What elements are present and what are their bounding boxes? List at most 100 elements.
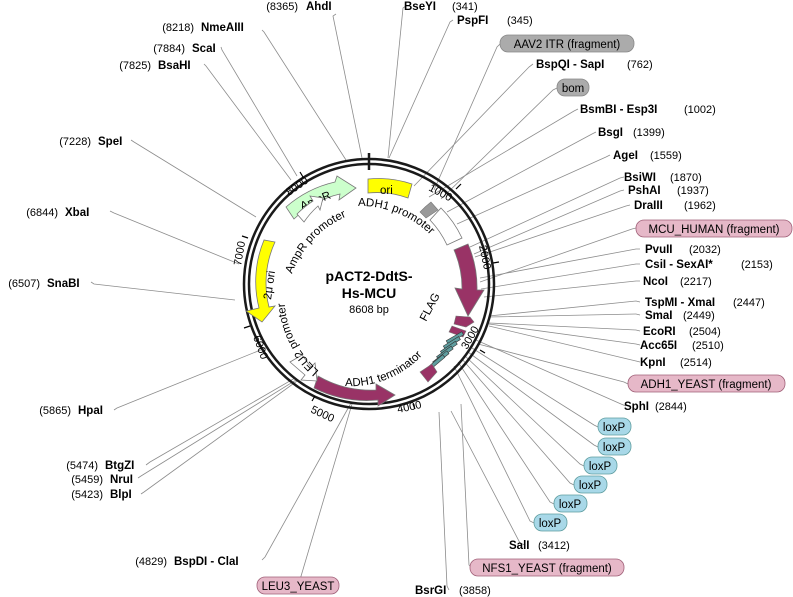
svg-text:DraIII: DraIII: [634, 200, 663, 212]
site-scai[interactable]: (7884) ScaI: [153, 43, 215, 55]
adh1-promoter-feature: [429, 207, 463, 246]
site-bsahi[interactable]: (7825) BsaHI: [119, 60, 190, 72]
mcu-cds-feature: [453, 243, 485, 317]
svg-text:NmeAIII: NmeAIII: [201, 22, 244, 34]
site-bspqi-sapi[interactable]: BspQI - SapI (762): [536, 59, 653, 71]
svg-text:PshAI: PshAI: [628, 185, 661, 197]
svg-text:Acc65I: Acc65I: [640, 340, 677, 352]
site-sali[interactable]: SalI (3412): [509, 540, 570, 552]
svg-text:BspQI - SapI: BspQI - SapI: [536, 59, 604, 71]
svg-text:(2510): (2510): [692, 340, 724, 352]
feature-tags: AAV2 ITR (fragment) bom MCU_HUMAN (fragm…: [256, 34, 793, 595]
restriction-site-labels: (8365) AhdI (8218) NmeAIII (7884) ScaI (…: [8, 1, 773, 597]
svg-text:AgeI: AgeI: [613, 150, 638, 162]
site-smai[interactable]: SmaI (2449): [645, 310, 715, 322]
svg-text:(2449): (2449): [683, 310, 715, 322]
site-draiii[interactable]: DraIII (1962): [634, 200, 716, 212]
two-micron-ori-feature: [245, 239, 276, 323]
flag-feature: [453, 315, 475, 328]
svg-text:BsaHI: BsaHI: [158, 60, 191, 72]
site-bsmbi-esp3i[interactable]: BsmBI - Esp3I (1002): [580, 104, 716, 116]
site-hpai[interactable]: (5865) HpaI: [39, 405, 103, 417]
site-btgzi[interactable]: (5474) BtgZI: [66, 460, 134, 472]
leader-lines: [90, 5, 641, 591]
site-sphi[interactable]: SphI (2844): [624, 401, 687, 413]
plasmid-name-line1: pACT2-DdtS-: [325, 268, 412, 284]
svg-text:BsrGI: BsrGI: [415, 585, 446, 597]
svg-text:SmaI: SmaI: [645, 310, 673, 322]
tag-loxp-2[interactable]: loxP: [597, 437, 632, 456]
tag-bom[interactable]: bom: [556, 78, 590, 97]
svg-text:loxP: loxP: [579, 480, 602, 492]
svg-text:ADH1_YEAST (fragment): ADH1_YEAST (fragment): [641, 379, 772, 391]
site-ahdi[interactable]: (8365) AhdI: [266, 1, 331, 13]
tag-loxp-5[interactable]: loxP: [553, 494, 588, 513]
site-acc65i[interactable]: Acc65I (2510): [640, 340, 724, 352]
plasmid-name-line2: Hs-MCU: [342, 285, 396, 301]
site-bspdi-clai[interactable]: (4829) BspDI - ClaI: [135, 556, 238, 568]
site-agei[interactable]: AgeI (1559): [613, 150, 682, 162]
tick-label-6000: 6000: [250, 334, 270, 361]
tag-loxp-4[interactable]: loxP: [573, 475, 608, 494]
svg-text:(2032): (2032): [689, 244, 721, 256]
tag-loxp-3[interactable]: loxP: [583, 456, 618, 475]
adh1-terminator-feature: [419, 363, 438, 383]
svg-text:(2447): (2447): [733, 297, 765, 309]
tag-loxp-6[interactable]: loxP: [533, 513, 568, 532]
features: ori AmpR 2μ ori: [245, 175, 485, 407]
tick-label-2000: 2000: [476, 244, 493, 270]
site-bsiwi[interactable]: BsiWI (1870): [624, 172, 702, 184]
site-blpi[interactable]: (5423) BlpI: [71, 489, 132, 501]
site-pspfi[interactable]: PspFI (345): [457, 15, 533, 27]
svg-text:SalI: SalI: [509, 540, 529, 552]
site-kpni[interactable]: KpnI (2514): [640, 357, 712, 369]
flag-label: FLAG: [418, 291, 443, 323]
site-bsrgi[interactable]: BsrGI (3858): [415, 585, 491, 597]
svg-text:(6507): (6507): [8, 278, 40, 290]
site-ecori[interactable]: EcoRI (2504): [643, 326, 721, 338]
svg-text:BsiWI: BsiWI: [624, 172, 656, 184]
svg-text:(3412): (3412): [538, 540, 570, 552]
site-ncoi[interactable]: NcoI (2217): [643, 276, 712, 288]
svg-text:XbaI: XbaI: [65, 207, 89, 219]
svg-text:PvuII: PvuII: [645, 244, 672, 256]
svg-text:(5459): (5459): [71, 474, 103, 486]
svg-text:(8365): (8365): [266, 1, 298, 13]
tag-loxp-1[interactable]: loxP: [597, 417, 632, 436]
svg-text:(2153): (2153): [741, 259, 773, 271]
svg-text:AAV2 ITR (fragment): AAV2 ITR (fragment): [514, 39, 621, 51]
svg-text:loxP: loxP: [589, 461, 612, 473]
svg-text:BseYI: BseYI: [404, 1, 436, 13]
two-micron-ori-label: 2μ ori: [262, 270, 278, 300]
tick-label-3000: 3000: [459, 324, 482, 351]
site-csii-sexai[interactable]: CsiI - SexAI* (2153): [645, 259, 773, 271]
site-snabi[interactable]: (6507) SnaBI: [8, 278, 79, 290]
svg-text:loxP: loxP: [603, 442, 626, 454]
tag-nfs1-yeast[interactable]: NFS1_YEAST (fragment): [469, 558, 625, 577]
svg-text:BlpI: BlpI: [110, 489, 132, 501]
tag-aav2-itr[interactable]: AAV2 ITR (fragment): [499, 34, 635, 53]
svg-text:(1002): (1002): [684, 104, 716, 116]
site-tspmi-xmai[interactable]: TspMI - XmaI (2447): [645, 297, 765, 309]
site-xbai[interactable]: (6844) XbaI: [26, 207, 89, 219]
ori-label: ori: [380, 185, 393, 197]
site-spei[interactable]: (7228) SpeI: [59, 136, 122, 148]
svg-text:CsiI - SexAI*: CsiI - SexAI*: [645, 259, 713, 271]
tick-label-7000: 7000: [232, 240, 248, 266]
svg-text:(5474): (5474): [66, 460, 98, 472]
svg-text:(2514): (2514): [680, 357, 712, 369]
svg-text:(345): (345): [507, 15, 533, 27]
tag-leu3-yeast[interactable]: LEU3_YEAST: [256, 576, 340, 595]
site-nrui[interactable]: (5459) NruI: [71, 474, 133, 486]
tag-adh1-yeast[interactable]: ADH1_YEAST (fragment): [627, 374, 786, 393]
site-bseyi[interactable]: BseYI (341): [404, 1, 478, 13]
svg-text:AhdI: AhdI: [306, 1, 332, 13]
svg-text:NFS1_YEAST (fragment): NFS1_YEAST (fragment): [482, 563, 612, 575]
site-bsgi[interactable]: BsgI (1399): [598, 127, 665, 139]
svg-text:SnaBI: SnaBI: [47, 278, 80, 290]
site-pvuii[interactable]: PvuII (2032): [645, 244, 721, 256]
site-pshai[interactable]: PshAI (1937): [628, 185, 709, 197]
site-nmeaiii[interactable]: (8218) NmeAIII: [162, 22, 244, 34]
tag-mcu-human[interactable]: MCU_HUMAN (fragment): [635, 219, 793, 238]
